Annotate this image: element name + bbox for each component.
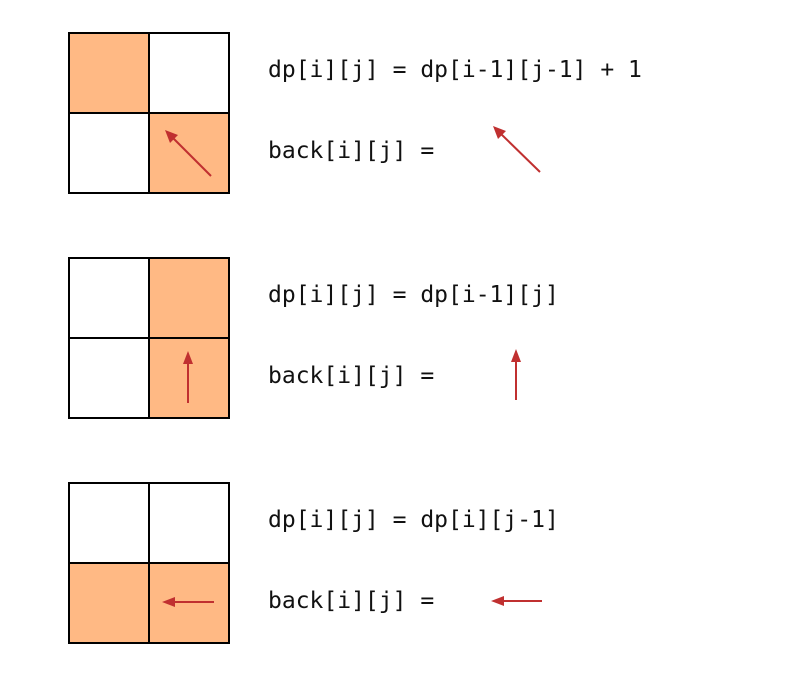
cell-grid bbox=[68, 257, 230, 419]
equation: dp[i][j] = dp[i-1][j-1] + 1 bbox=[268, 57, 642, 83]
cell-bottom-left bbox=[68, 562, 148, 642]
equation: dp[i][j] = dp[i][j-1] bbox=[268, 507, 559, 533]
back-label: back[i][j] = bbox=[268, 138, 435, 164]
up-arrow-icon bbox=[511, 349, 521, 400]
cell-grid bbox=[68, 32, 230, 194]
up-left-arrow-icon bbox=[493, 126, 541, 173]
back-label: back[i][j] = bbox=[268, 363, 435, 389]
up-left-arrow-icon bbox=[165, 130, 212, 177]
case-left: dp[i][j] = dp[i][j-1] back[i][j] = bbox=[0, 482, 800, 644]
left-arrow-icon bbox=[162, 597, 214, 607]
cell-top-right bbox=[148, 257, 228, 337]
equation: dp[i][j] = dp[i-1][j] bbox=[268, 282, 559, 308]
case-up: dp[i][j] = dp[i-1][j] back[i][j] = bbox=[0, 257, 800, 419]
back-label: back[i][j] = bbox=[268, 588, 435, 614]
case-diagonal: dp[i][j] = dp[i-1][j-1] + 1 back[i][j] = bbox=[0, 32, 800, 194]
left-arrow-icon bbox=[491, 596, 542, 606]
cell-grid bbox=[68, 482, 230, 644]
cell-top-left bbox=[68, 32, 148, 112]
up-arrow-icon bbox=[183, 351, 193, 403]
grid-lines bbox=[68, 32, 230, 194]
grid-lines bbox=[68, 257, 230, 419]
grid-lines bbox=[68, 482, 230, 644]
